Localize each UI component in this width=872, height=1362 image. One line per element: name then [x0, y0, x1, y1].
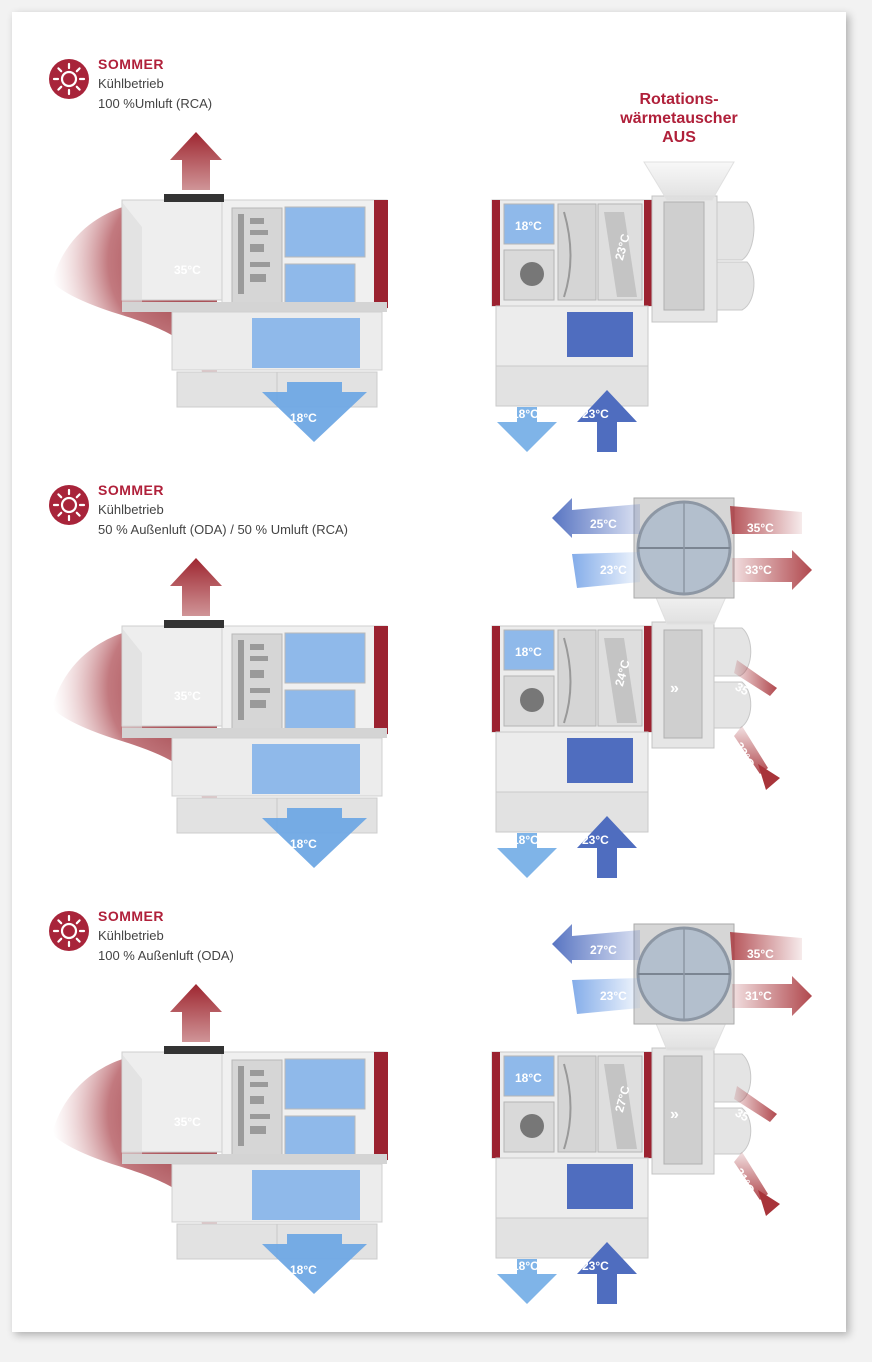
season-label: SOMMER	[98, 482, 164, 498]
wheel-in-left: 23°C	[600, 563, 627, 577]
inner-supply-temp: 18°C	[515, 645, 542, 659]
section-1: 35°C 18°C 18°C 23°C 18°C 23°C	[47, 57, 755, 453]
season-label: SOMMER	[98, 56, 164, 72]
mode-label: Kühlbetrieb	[98, 502, 164, 517]
return-in-temp: 23°C	[582, 833, 609, 847]
wheel-out-left: 25°C	[590, 517, 617, 531]
wheel-out-right: 31°C	[745, 989, 772, 1003]
exhaust-temp: 35°C	[174, 263, 201, 277]
supply-out-temp: 18°C	[512, 407, 539, 421]
wheel-in-right: 35°C	[747, 521, 774, 535]
rotor-label-line2: wärmetauscher	[620, 110, 738, 127]
season-label: SOMMER	[98, 908, 164, 924]
left-unit	[51, 131, 389, 443]
supply-temp: 18°C	[290, 1263, 317, 1277]
section-2: » 35°C 18°C 18°C 24°C 18°C 23°C 35°C 33°…	[47, 483, 812, 879]
diagram-graphics: 35°C 18°C 18°C 23°C 18°C 23°C » 35°C 18°…	[47, 57, 812, 1305]
info-label: 50 % Außenluft (ODA) / 50 % Umluft (RCA)	[98, 522, 348, 537]
info-label: 100 % Außenluft (ODA)	[98, 948, 234, 963]
supply-out-temp: 18°C	[512, 833, 539, 847]
wheel-temp: 27°C	[612, 1084, 633, 1114]
inner-supply-temp: 18°C	[515, 1071, 542, 1085]
supply-temp: 18°C	[290, 411, 317, 425]
side-temp-2: 33°C	[732, 740, 758, 771]
wheel-temp: 24°C	[612, 658, 633, 688]
svg-text:»: »	[670, 1106, 679, 1123]
diagram-sheet: 35°C 18°C 18°C 23°C 18°C 23°C » 35°C 18°…	[12, 12, 846, 1332]
inner-supply-temp: 18°C	[515, 219, 542, 233]
sun-icon	[47, 57, 91, 101]
sun-icon	[47, 483, 91, 527]
rotor-off-label: Rotations- wärmetauscher AUS	[594, 90, 764, 147]
rotor-label-line1: Rotations-	[639, 91, 719, 108]
return-in-temp: 23°C	[582, 1259, 609, 1273]
info-label: 100 %Umluft (RCA)	[98, 96, 213, 111]
mode-label: Kühlbetrieb	[98, 76, 164, 91]
side-temp-2: 31°C	[732, 1166, 758, 1197]
exhaust-temp: 35°C	[174, 1115, 201, 1129]
left-unit	[51, 557, 389, 869]
wheel-temp: 23°C	[612, 232, 633, 262]
left-unit	[51, 983, 389, 1295]
section-3: » 35°C 18°C 18°C 27°C 18°C 23°C 35°C 31°…	[47, 909, 812, 1305]
svg-text:»: »	[670, 680, 679, 697]
wheel-in-right: 35°C	[747, 947, 774, 961]
wheel-out-left: 27°C	[590, 943, 617, 957]
mode-label: Kühlbetrieb	[98, 928, 164, 943]
return-in-temp: 23°C	[582, 407, 609, 421]
exhaust-temp: 35°C	[174, 689, 201, 703]
wheel-in-left: 23°C	[600, 989, 627, 1003]
wheel-out-right: 33°C	[745, 563, 772, 577]
supply-out-temp: 18°C	[512, 1259, 539, 1273]
supply-temp: 18°C	[290, 837, 317, 851]
rotor-label-line3: AUS	[662, 129, 696, 146]
sun-icon	[47, 909, 91, 953]
